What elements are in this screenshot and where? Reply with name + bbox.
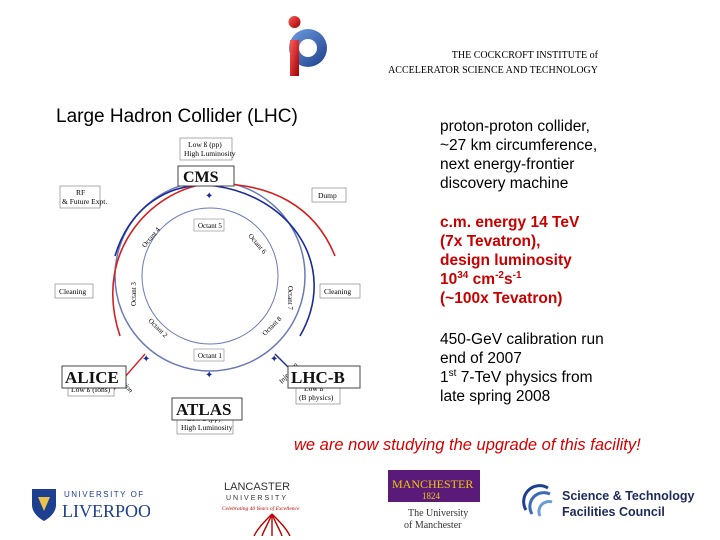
lancaster-logo: LANCASTER UNIVERSITY Celebrating 40 Year… — [222, 481, 300, 536]
lum-exp: 34 — [457, 269, 469, 281]
top-box-line2: High Luminosity — [184, 149, 236, 158]
energy-line: c.m. energy 14 TeV — [440, 214, 580, 231]
rf-box-line1: RF — [76, 188, 85, 197]
luminosity-line: 1034 cm-2s-1 — [440, 270, 710, 289]
manchester-line4: of Manchester — [404, 520, 462, 531]
octant-7: Octant 7 — [286, 286, 294, 310]
stfc-line2: Facilities Council — [562, 505, 665, 519]
cleaning-right-box: Cleaning — [324, 287, 351, 296]
octant-3: Octant 3 — [130, 282, 138, 306]
ordinal-suffix: st — [448, 367, 457, 379]
octant-1: Octant 1 — [198, 352, 222, 360]
slide-title: Large Hadron Collider (LHC) — [56, 106, 298, 127]
description-line: ~27 km circumference, — [440, 137, 598, 154]
description-paragraph: proton-proton collider, ~27 km circumfer… — [440, 117, 710, 193]
schedule-line: 1st 7-TeV physics from — [440, 368, 710, 387]
lancaster-line2: UNIVERSITY — [226, 495, 288, 502]
lhc-ring-diagram: Octant 5 Octant 1 Octant 4 Octant 6 Octa… — [54, 137, 361, 435]
schedule-paragraph: 450-GeV calibration run end of 2007 1st … — [440, 330, 710, 406]
stfc-line1: Science & Technology — [562, 489, 694, 503]
manchester-line2: 1824 — [422, 491, 441, 501]
alice-label: ALICE — [65, 368, 119, 387]
energy-line: (~100x Tevatron) — [440, 290, 563, 307]
top-box-line1: Low ß (pp) — [188, 140, 222, 149]
upgrade-statement: we are now studying the upgrade of this … — [294, 436, 641, 454]
octant-4: Octant 4 — [140, 225, 162, 249]
bottom-box-line2: High Luminosity — [181, 423, 233, 432]
octant-5: Octant 5 — [198, 222, 222, 230]
star-icon: ✦ — [205, 370, 213, 381]
schedule-line: 450-GeV calibration run — [440, 331, 604, 348]
low-ions-box: Low ß (Ions) — [71, 385, 111, 394]
description-line: discovery machine — [440, 175, 569, 192]
ordinal-number: 1 — [440, 369, 449, 386]
star-icon: ✦ — [205, 191, 213, 202]
lancaster-line1: LANCASTER — [224, 481, 290, 493]
schedule-line-rest: 7-TeV physics from — [456, 369, 593, 386]
description-line: next energy-frontier — [440, 156, 575, 173]
institute-name-line1: THE COCKCROFT INSTITUTE of — [451, 50, 598, 61]
description-line: proton-proton collider, — [440, 118, 590, 135]
manchester-line1: MANCHESTER — [392, 477, 473, 491]
lum-base: 10 — [440, 271, 458, 288]
atlas-label: ATLAS — [176, 400, 231, 419]
lancaster-line3: Celebrating 40 Years of Excellence — [222, 505, 300, 512]
schedule-line: late spring 2008 — [440, 388, 551, 405]
energy-paragraph: c.m. energy 14 TeV (7x Tevatron), design… — [440, 213, 710, 308]
energy-line: design luminosity — [440, 252, 572, 269]
rf-box-line2: & Future Expt. — [62, 197, 107, 206]
energy-line: (7x Tevatron), — [440, 233, 541, 250]
manchester-logo: MANCHESTER 1824 The University of Manche… — [388, 470, 480, 531]
inner-ring — [141, 207, 279, 345]
stfc-logo: Science & Technology Facilities Council — [522, 484, 694, 519]
lum-unit1: cm — [468, 271, 496, 288]
lhcb-label: LHC-B — [291, 368, 345, 387]
beam2-line — [114, 184, 315, 337]
star-icon: ✦ — [142, 354, 150, 365]
lum-unit2: s — [504, 271, 513, 288]
cockcroft-logo — [288, 16, 327, 76]
schedule-line: end of 2007 — [440, 350, 522, 367]
low-b-box-line2: (B physics) — [299, 393, 334, 402]
dump-box: Dump — [318, 191, 337, 200]
manchester-line3: The University — [408, 508, 468, 519]
cms-label: CMS — [183, 169, 219, 186]
lum-exp3: -1 — [512, 269, 522, 281]
institute-name-line2: ACCELERATOR SCIENCE AND TECHNOLOGY — [388, 65, 598, 76]
octant-8: Octant 8 — [261, 314, 284, 337]
star-icon: ✦ — [270, 354, 278, 365]
cleaning-left-box: Cleaning — [59, 287, 86, 296]
liverpool-line1: UNIVERSITY OF — [64, 490, 145, 499]
lum-exp2: -2 — [495, 269, 504, 281]
